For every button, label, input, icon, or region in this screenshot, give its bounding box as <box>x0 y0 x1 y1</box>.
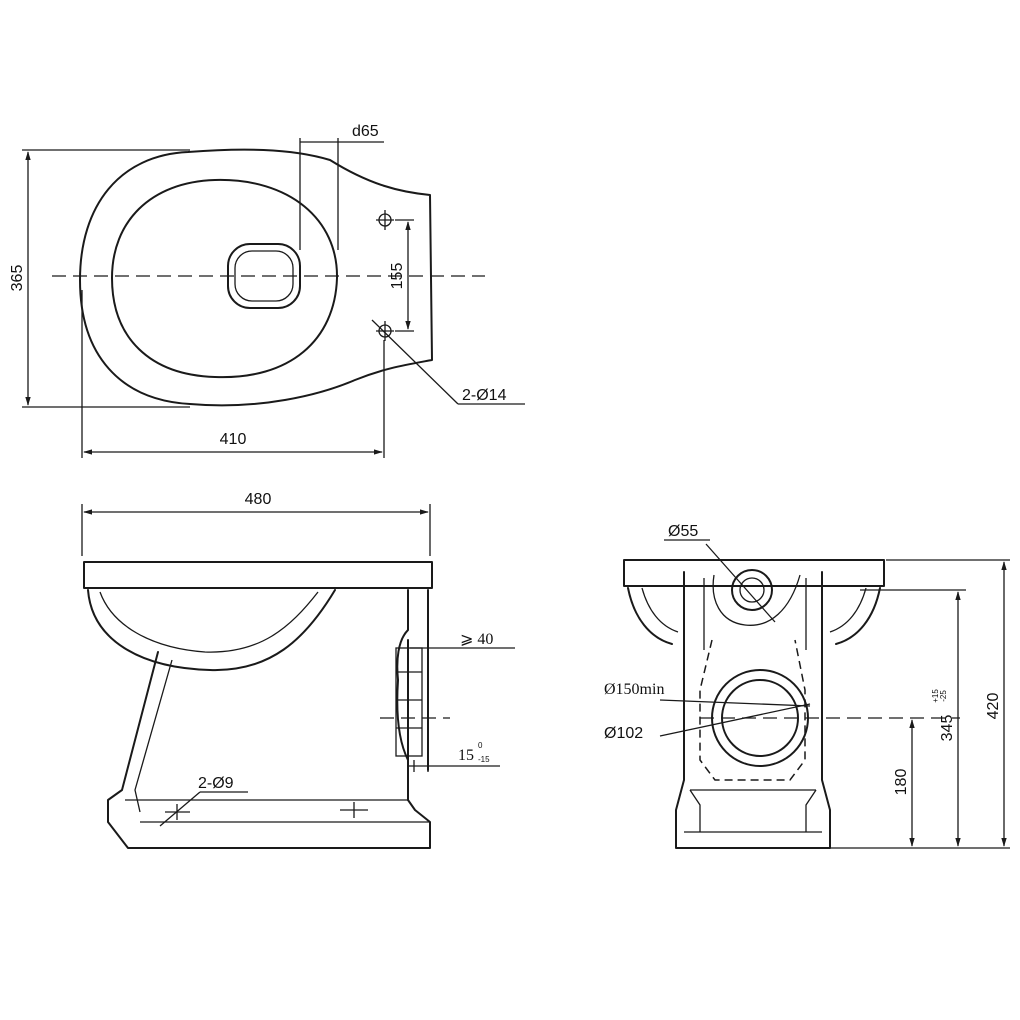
dim-tol-spigot-upper: 0 <box>478 741 483 750</box>
dim-label-480: 480 <box>245 491 272 508</box>
dim-tol-345-upper: +15 <box>931 689 940 703</box>
dim-label-180: 180 <box>893 769 910 796</box>
dim-label-345: 345 <box>939 715 956 742</box>
leader-outlet-min <box>659 699 811 707</box>
pan-outline <box>79 148 433 407</box>
front-view: Ø55 Ø150min Ø102 180 345 +15 -25 420 <box>604 523 1010 849</box>
inlet-outer <box>731 569 773 611</box>
inlet-inner <box>739 577 765 603</box>
rim-slab <box>83 561 433 589</box>
side-view: 480 ⩾ 40 15 0 -15 <box>81 491 515 849</box>
dim-label-420: 420 <box>985 693 1002 720</box>
dim-label-spigot: 15 <box>458 747 474 764</box>
spigot-outlet <box>395 647 423 757</box>
dim-label-365: 365 <box>9 265 26 292</box>
leader-inlet <box>705 543 776 623</box>
leader-2-d14 <box>371 319 459 405</box>
dim-tol-spigot-lower: -15 <box>478 755 490 764</box>
dim-label-410: 410 <box>220 431 247 448</box>
dim-label-d65: d65 <box>352 123 379 140</box>
leader-outlet <box>659 703 811 737</box>
top-view: 365 410 d65 155 2-Ø14 <box>9 123 525 458</box>
leader-2-d9 <box>159 791 201 827</box>
dim-tol-345-lower: -25 <box>939 690 948 702</box>
front-pedestal <box>675 571 831 849</box>
dim-label-2-d14: 2-Ø14 <box>462 387 507 404</box>
dim-label-2-d9: 2-Ø9 <box>198 775 234 792</box>
dim-label-outlet: Ø102 <box>604 725 643 742</box>
bowl-inner <box>111 178 339 379</box>
pedestal-front <box>107 639 431 849</box>
front-rim <box>623 559 885 587</box>
dim-label-outlet-min: Ø150min <box>604 681 664 698</box>
dim-label-155: 155 <box>389 263 406 290</box>
bowl-side <box>87 589 336 672</box>
dim-label-clearance: ⩾ 40 <box>460 631 493 648</box>
dim-label-inlet: Ø55 <box>668 523 698 540</box>
